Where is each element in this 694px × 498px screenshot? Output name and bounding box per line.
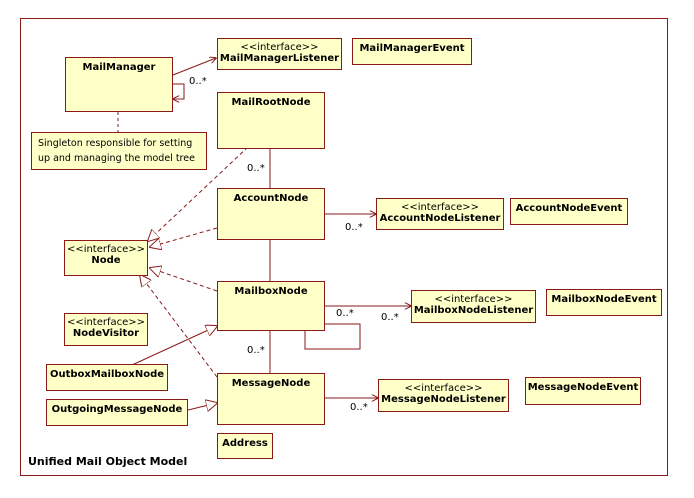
multiplicity-mailbox-listener: 0..* [381,312,399,323]
stereotype-label: <<interface>> [66,317,146,328]
class-outgoing-message-node[interactable]: OutgoingMessageNode [46,399,188,426]
class-address-name: Address [222,438,268,449]
interface-node[interactable]: <<interface>> Node [64,240,148,276]
stereotype-label: <<interface>> [434,294,513,305]
note-line-2: up and managing the model tree [38,153,195,164]
interface-mail-manager-listener-name: MailManagerListener [219,53,340,64]
class-account-node-event[interactable]: AccountNodeEvent [510,198,628,225]
stereotype-label: <<interface>> [66,244,146,255]
edge-mailbox-realizes-node [150,268,218,292]
interface-mail-manager-listener[interactable]: <<interface>> MailManagerListener [217,38,342,70]
multiplicity-mailbox-message: 0..* [247,345,265,356]
class-mail-root-node-name: MailRootNode [231,97,311,108]
edge-outbox-extends-mailbox [131,326,217,366]
class-outbox-mailbox-node[interactable]: OutboxMailboxNode [46,364,168,391]
note-line-1: Singleton responsible for setting [38,138,193,149]
class-account-node-event-name: AccountNodeEvent [515,203,623,214]
edge-manager-listener [172,58,216,76]
class-outgoing-message-node-name: OutgoingMessageNode [51,404,183,415]
interface-node-visitor-name: NodeVisitor [72,328,140,339]
class-mailbox-node-event-name: MailboxNodeEvent [551,294,657,305]
multiplicity-account-listener: 0..* [345,222,363,233]
multiplicity-root-account: 0..* [247,163,265,174]
stereotype-label: <<interface>> [240,42,319,53]
class-mailbox-node[interactable]: MailboxNode [217,281,325,331]
edge-root-realizes-node [148,146,249,241]
edge-mailbox-self [304,324,361,350]
multiplicity-mailbox-self: 0..* [336,308,354,319]
class-mail-manager-event-name: MailManagerEvent [359,43,465,54]
class-mailbox-node-name: MailboxNode [234,286,308,297]
interface-account-node-listener[interactable]: <<interface>> AccountNodeListener [376,198,504,230]
class-address[interactable]: Address [217,433,273,459]
edge-manager-self [173,83,185,99]
multiplicity-manager-listener: 0..* [189,76,207,87]
diagram-title: Unified Mail Object Model [28,455,188,468]
edge-account-realizes-node [150,227,218,247]
diagram-frame [20,18,668,476]
class-mail-manager-name: MailManager [82,62,156,73]
class-outbox-mailbox-node-name: OutboxMailboxNode [49,369,165,380]
class-message-node-event[interactable]: MessageNodeEvent [525,377,641,405]
interface-message-node-listener-name: MessageNodeListener [381,394,506,405]
interface-node-visitor[interactable]: <<interface>> NodeVisitor [64,313,148,346]
interface-mailbox-node-listener-name: MailboxNodeListener [413,305,534,316]
edge-outgoing-extends-message [187,403,217,410]
multiplicity-message-listener: 0..* [350,402,368,413]
interface-node-name: Node [91,255,121,266]
edge-message-realizes-node [140,275,218,378]
interface-message-node-listener[interactable]: <<interface>> MessageNodeListener [378,379,509,412]
class-mail-manager[interactable]: MailManager [65,57,173,112]
stereotype-label: <<interface>> [400,202,480,213]
class-mail-manager-event[interactable]: MailManagerEvent [352,38,472,65]
interface-mailbox-node-listener[interactable]: <<interface>> MailboxNodeListener [411,290,536,323]
class-message-node[interactable]: MessageNode [217,373,325,425]
interface-account-node-listener-name: AccountNodeListener [379,213,501,224]
class-account-node-name: AccountNode [233,193,309,204]
singleton-note: Singleton responsible for setting up and… [31,132,207,170]
class-mail-root-node[interactable]: MailRootNode [217,92,325,149]
class-mailbox-node-event[interactable]: MailboxNodeEvent [546,289,662,316]
stereotype-label: <<interface>> [404,383,483,394]
class-account-node[interactable]: AccountNode [217,188,325,240]
class-message-node-event-name: MessageNodeEvent [527,382,639,393]
class-message-node-name: MessageNode [231,378,311,389]
